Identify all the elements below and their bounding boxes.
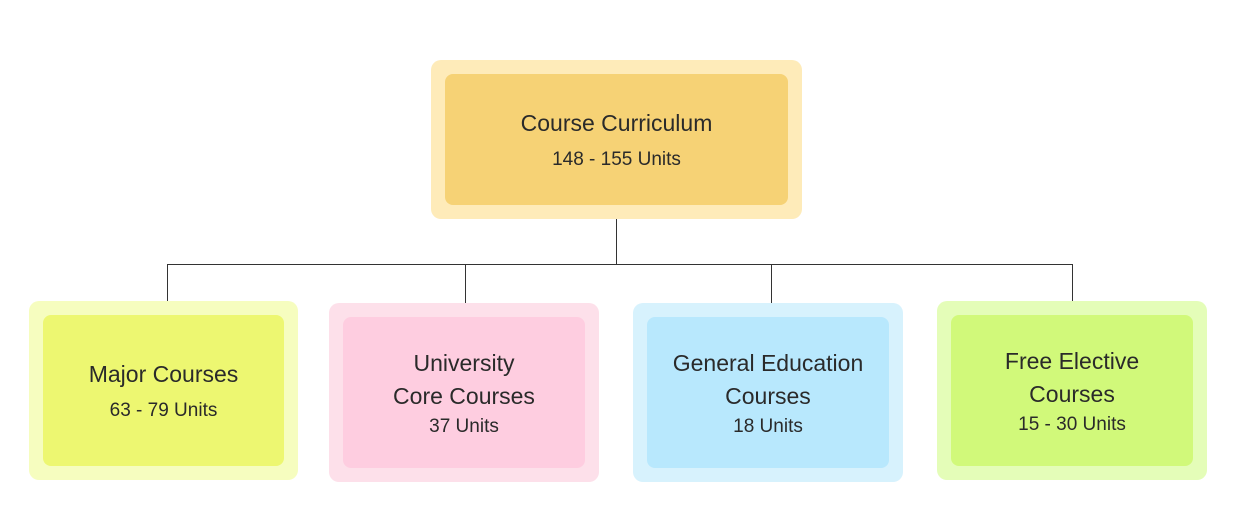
node-general-education-courses: General Education Courses 18 Units [633, 303, 903, 482]
connector-horizontal-bar [167, 264, 1073, 265]
node-title: Major Courses [88, 361, 239, 387]
node-body: General Education Courses 18 Units [647, 317, 889, 468]
connector-drop-major [167, 264, 168, 301]
root-node-body: Course Curriculum 148 - 155 Units [445, 74, 788, 205]
node-body: Free Elective Courses 15 - 30 Units [951, 315, 1193, 466]
root-node-title: Course Curriculum [520, 110, 713, 136]
connector-drop-free-elective [1072, 264, 1073, 301]
node-units: 63 - 79 Units [109, 400, 218, 421]
node-units: 18 Units [733, 415, 803, 437]
connector-drop-general-education [771, 264, 772, 303]
node-title: Free Elective Courses [1004, 347, 1140, 407]
node-free-elective-courses: Free Elective Courses 15 - 30 Units [937, 301, 1207, 480]
node-units: 15 - 30 Units [1018, 413, 1126, 435]
node-units: 37 Units [429, 415, 499, 437]
node-body: University Core Courses 37 Units [343, 317, 585, 468]
node-major-courses: Major Courses 63 - 79 Units [29, 301, 298, 480]
node-university-core-courses: University Core Courses 37 Units [329, 303, 599, 482]
node-body: Major Courses 63 - 79 Units [43, 315, 284, 466]
connector-drop-university-core [465, 264, 466, 303]
connector-root-stem [616, 219, 617, 264]
node-title: University Core Courses [393, 349, 535, 409]
root-node-units: 148 - 155 Units [552, 149, 681, 170]
root-node: Course Curriculum 148 - 155 Units [431, 60, 802, 219]
node-title: General Education Courses [672, 349, 864, 409]
